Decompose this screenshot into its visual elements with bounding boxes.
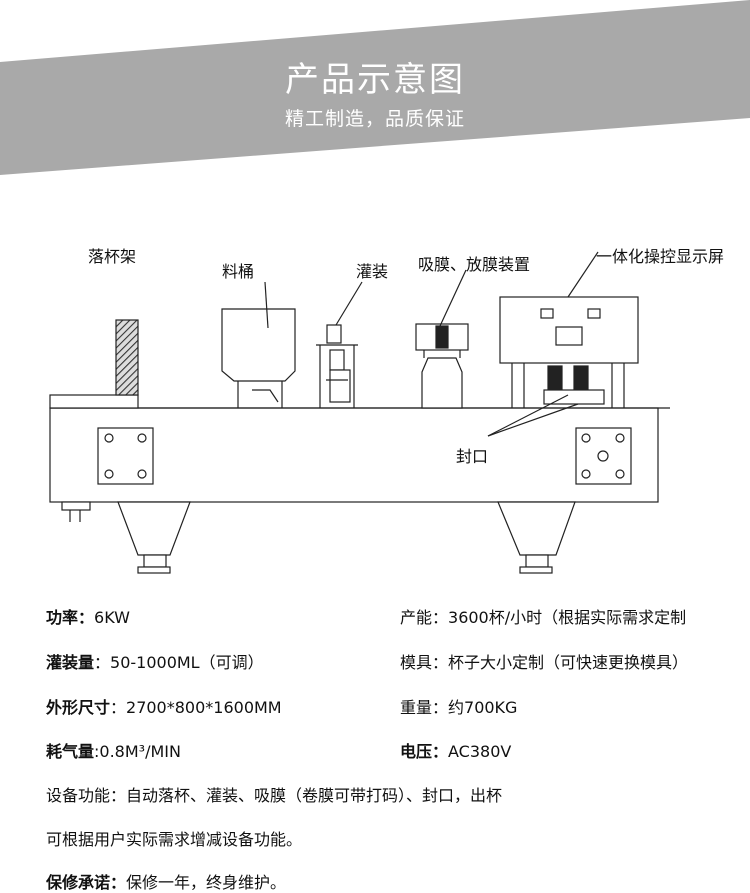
- label-hopper: 料桶: [222, 262, 254, 281]
- spec-power-value: 6KW: [94, 608, 130, 627]
- spec-power-label: 功率：: [46, 608, 95, 627]
- label-cup-rack: 落杯架: [88, 247, 136, 266]
- spec-weight-label: 重量：: [400, 698, 449, 717]
- spec-capacity: 产能：3600杯/小时（根据实际需求定制: [400, 608, 686, 628]
- header-banner: 产品示意图 精工制造，品质保证: [0, 0, 750, 175]
- spec-warranty: 保修承诺：保修一年，终身维护。: [46, 873, 286, 893]
- right-leg: [497, 501, 576, 556]
- spec-fill-volume: 灌装量：50-1000ML（可调）: [46, 653, 264, 673]
- label-sealing: 封口: [456, 447, 488, 466]
- page-subtitle: 精工制造，品质保证: [284, 108, 465, 130]
- spec-air-value: :0.8M³/MIN: [94, 742, 181, 761]
- spec-voltage-label: 电压：: [400, 742, 449, 761]
- machine-diagram: 落杯架 料桶 灌装 吸膜、放膜装置 一体化操控显示屏 封口: [49, 247, 724, 574]
- left-panel: [97, 427, 154, 485]
- spec-weight-value: 约700KG: [448, 698, 518, 717]
- spec-voltage: 电压：AC380V: [400, 742, 511, 762]
- spec-air-label: 耗气量: [46, 742, 95, 761]
- spec-air: 耗气量:0.8M³/MIN: [46, 742, 181, 762]
- left-leg: [117, 501, 191, 556]
- spec-voltage-value: AC380V: [448, 742, 512, 761]
- hopper: [221, 308, 296, 382]
- spec-functions: 设备功能：自动落杯、灌装、吸膜（卷膜可带打码）、封口，出杯: [46, 786, 503, 805]
- filling-head: [326, 324, 342, 344]
- spec-capacity-value: 3600杯/小时（根据实际需求定制: [448, 608, 687, 627]
- banner-background: [0, 0, 750, 175]
- label-control: 一体化操控显示屏: [596, 247, 724, 266]
- spec-capacity-label: 产能：: [400, 608, 449, 627]
- spec-mold-label: 模具：: [400, 653, 449, 672]
- spec-power: 功率：6KW: [46, 608, 130, 628]
- spec-fill-volume-label: 灌装量: [46, 653, 95, 672]
- spec-mold: 模具：杯子大小定制（可快速更换模具）: [400, 653, 688, 673]
- spec-dimensions-value: ：2700*800*1600MM: [110, 698, 282, 717]
- spec-weight: 重量：约700KG: [400, 698, 517, 718]
- spec-mold-value: 杯子大小定制（可快速更换模具）: [448, 653, 689, 672]
- spec-warranty-label: 保修承诺：: [46, 873, 127, 892]
- cup-rack: [115, 319, 139, 396]
- spec-dimensions-label: 外形尺寸: [46, 698, 111, 717]
- spec-note: 可根据用户实际需求增减设备功能。: [46, 830, 303, 849]
- spec-warranty-value: 保修一年，终身维护。: [126, 873, 287, 892]
- spec-fill-volume-value: ：50-1000ML（可调）: [94, 653, 264, 672]
- right-panel: [575, 427, 632, 485]
- label-filling: 灌装: [356, 262, 388, 281]
- page-title: 产品示意图: [285, 60, 465, 100]
- spec-dimensions: 外形尺寸：2700*800*1600MM: [46, 698, 282, 718]
- label-film: 吸膜、放膜装置: [418, 255, 530, 274]
